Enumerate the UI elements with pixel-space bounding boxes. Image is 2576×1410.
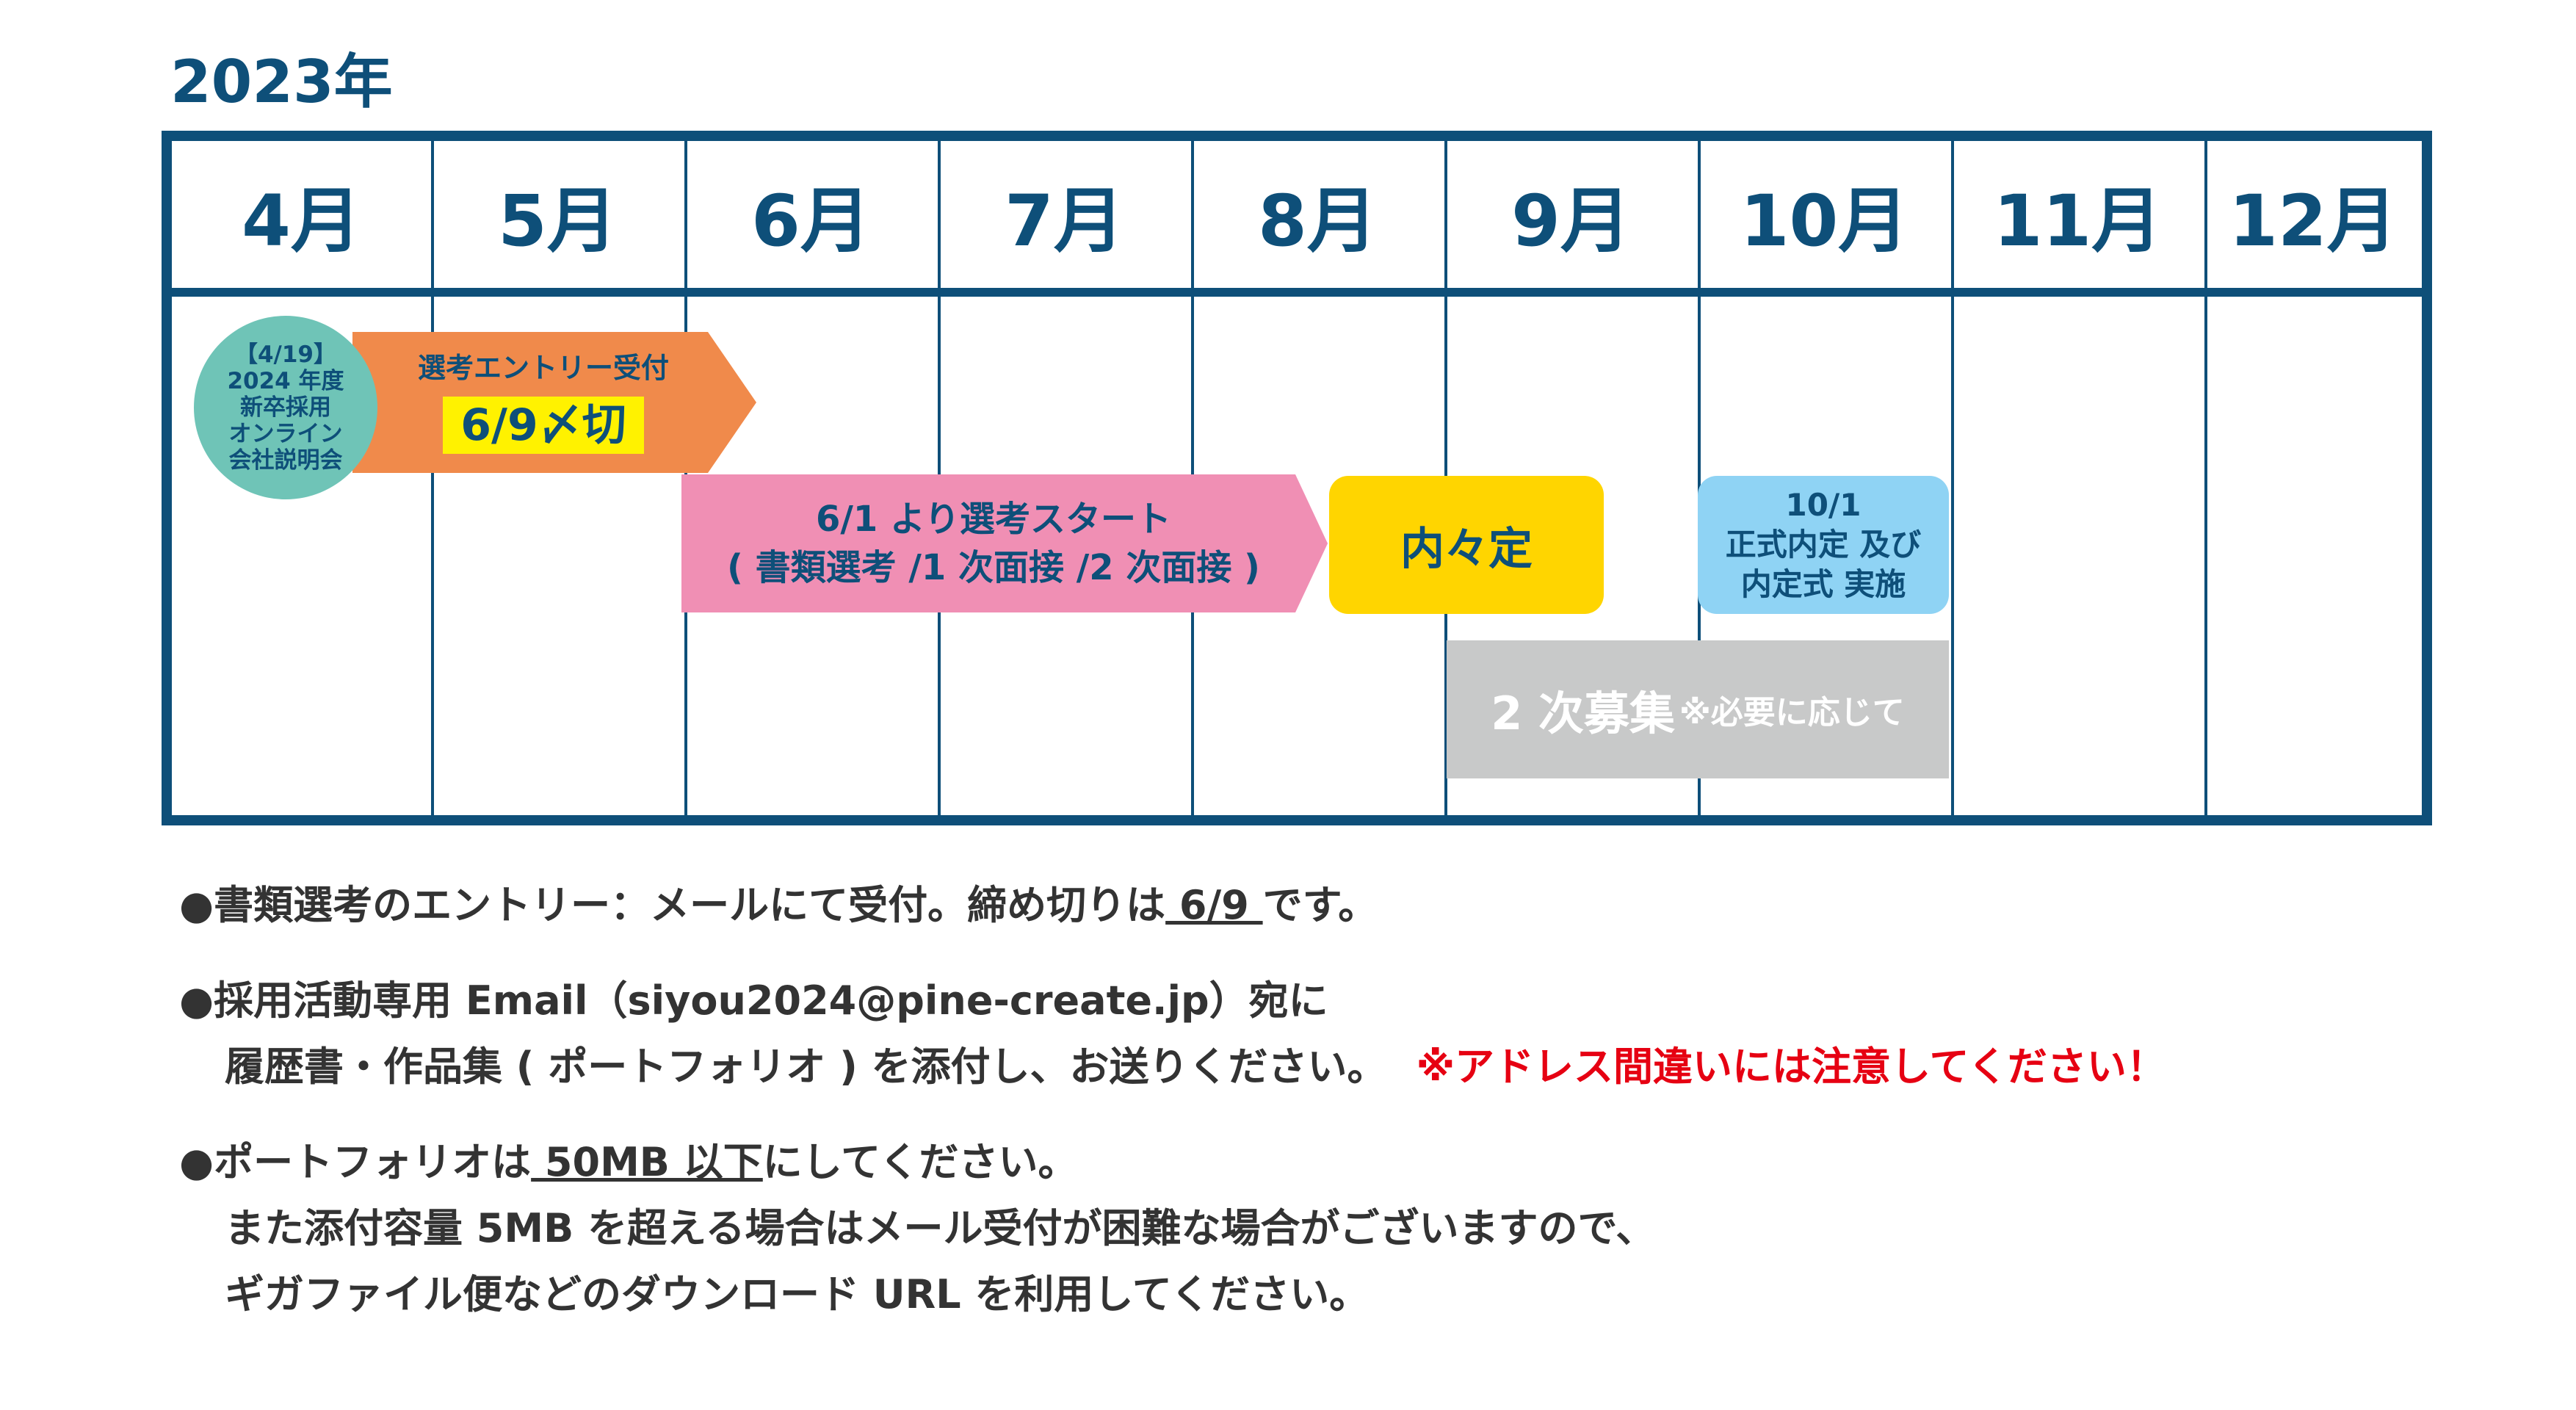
- note-email: ●採用活動専用 Email（siyou2024@pine-create.jp）宛…: [179, 968, 2382, 1100]
- circle-line: 2024 年度: [227, 368, 344, 394]
- official-line2: 正式内定 及び: [1725, 527, 1922, 563]
- note-portfolio: ●ポートフォリオは 50MB 以下にしてください。 また添付容量 5MB を超え…: [179, 1129, 2382, 1328]
- notes-section: ●書類選考のエントリー：メールにて受付。締め切りは 6/9 です。 ●採用活動専…: [179, 872, 2382, 1357]
- month-may: 5月: [498, 179, 618, 262]
- info-session-circle: 【4/19】 2024 年度 新卒採用 オンライン 会社説明会: [194, 316, 377, 499]
- note-text: ●ポートフォリオは: [179, 1139, 532, 1185]
- month-jul: 7月: [1005, 179, 1124, 262]
- month-aug: 8月: [1258, 179, 1378, 262]
- column-divider: [1698, 141, 1701, 815]
- month-apr: 4月: [242, 179, 361, 262]
- note-text: にしてください。: [762, 1139, 1078, 1185]
- entry-label: 選考エントリー受付: [417, 352, 669, 384]
- entry-deadline: 6/9〆切: [443, 397, 644, 454]
- size-limit: 50MB 以下: [531, 1139, 763, 1185]
- circle-line: 【4/19】: [234, 341, 337, 368]
- column-divider: [1951, 141, 1954, 815]
- note-entry: ●書類選考のエントリー：メールにて受付。締め切りは 6/9 です。: [179, 872, 2382, 939]
- schedule-table: 4月 5月 6月 7月 8月 9月 10月 11月 12月: [162, 131, 2432, 825]
- selection-line1: 6/1 より選考スタート: [815, 499, 1172, 540]
- official-date: 10/1: [1785, 487, 1862, 523]
- month-sep: 9月: [1511, 179, 1631, 262]
- second-recruitment-box: 2 次募集 ※必要に応じて: [1447, 640, 1949, 778]
- month-header-row: 4月 5月 6月 7月 8月 9月 10月 11月 12月: [172, 141, 2422, 297]
- address-warning: ※アドレス間違いには注意してください！: [1416, 1044, 2166, 1090]
- month-dec: 12月: [2229, 179, 2398, 262]
- month-jun: 6月: [751, 179, 871, 262]
- naitei-label: 内々定: [1400, 523, 1533, 575]
- official-offer-box: 10/1 正式内定 及び 内定式 実施: [1698, 476, 1949, 614]
- selection-line2: ( 書類選考 /1 次面接 /2 次面接 ): [726, 547, 1260, 588]
- email-line: ●採用活動専用 Email（siyou2024@pine-create.jp）宛…: [179, 977, 1328, 1024]
- note-text: ●書類選考のエントリー：メールにて受付。締め切りは: [179, 882, 1166, 928]
- second-recruitment-note: ※必要に応じて: [1679, 694, 1905, 731]
- circle-line: 新卒採用: [240, 394, 331, 421]
- official-line3: 内定式 実施: [1740, 566, 1906, 602]
- month-nov: 11月: [1993, 179, 2163, 262]
- month-oct: 10月: [1740, 179, 1909, 262]
- deadline-date: 6/9: [1165, 882, 1263, 928]
- size-line3: ギガファイル便などのダウンロード URL を利用してください。: [225, 1271, 1370, 1317]
- column-divider: [2204, 141, 2207, 815]
- circle-line: オンライン: [228, 421, 343, 447]
- size-line2: また添付容量 5MB を超える場合はメール受付が困難な場合がございますので、: [225, 1205, 1656, 1251]
- note-text: です。: [1262, 882, 1378, 928]
- selection-period-bar: 6/1 より選考スタート ( 書類選考 /1 次面接 /2 次面接 ): [681, 474, 1328, 612]
- attach-line: 履歴書・作品集 ( ポートフォリオ ) を添付し、お送りください。: [225, 1044, 1387, 1090]
- naitei-box: 内々定: [1329, 476, 1604, 614]
- second-recruitment-label: 2 次募集: [1491, 687, 1675, 740]
- entry-period-bar: 選考エントリー受付 6/9〆切: [352, 332, 756, 473]
- circle-line: 会社説明会: [228, 447, 343, 474]
- column-divider: [431, 141, 434, 815]
- year-title: 2023年: [170, 48, 393, 116]
